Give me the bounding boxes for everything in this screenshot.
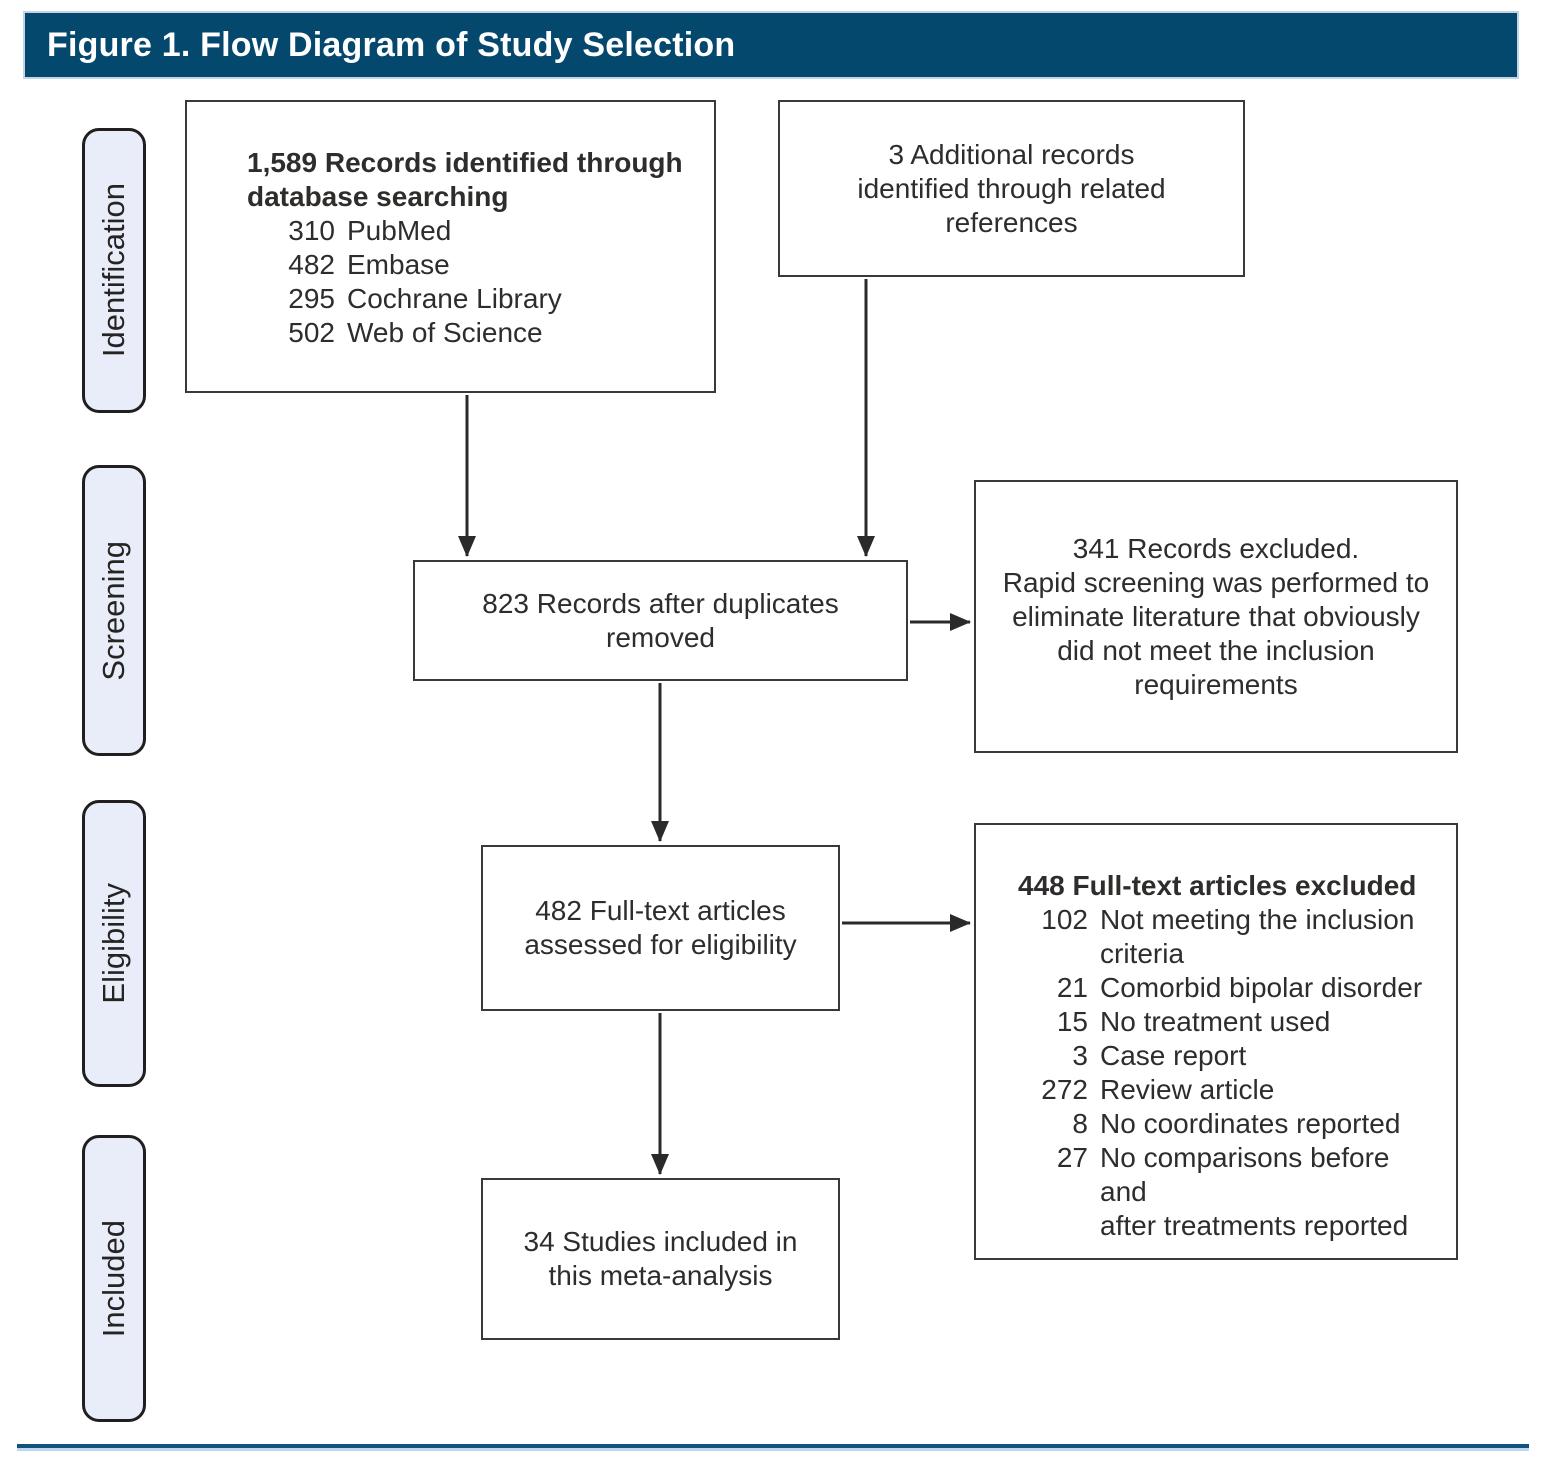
exclusion-label: Comorbid bipolar disorder xyxy=(1100,972,1423,1003)
exclusion-label: No treatment used xyxy=(1100,1006,1331,1037)
figure-title: Figure 1. Flow Diagram of Study Selectio… xyxy=(47,25,736,64)
stage-included-label: Included xyxy=(96,1219,131,1338)
exclusion-count: 3 xyxy=(1072,1040,1088,1071)
records-identified-heading: 1,589 Records identified through databas… xyxy=(247,147,683,212)
source-count: 482 xyxy=(288,249,335,280)
box-fulltext-excluded: 448 Full-text articles excluded 102 Not … xyxy=(974,823,1458,1260)
footer-rule-dark xyxy=(17,1444,1529,1448)
stage-identification-label: Identification xyxy=(96,183,131,358)
box-studies-included: 34 Studies included in this meta-analysi… xyxy=(481,1178,840,1340)
stage-screening: Screening xyxy=(82,465,146,756)
exclusion-label: Case report xyxy=(1100,1040,1247,1071)
source-label: Embase xyxy=(347,249,450,280)
studies-included-text: 34 Studies included in this meta-analysi… xyxy=(523,1226,798,1291)
additional-records-text: 3 Additional records identified through … xyxy=(857,138,1166,238)
exclusion-count: 102 xyxy=(1041,904,1088,935)
box-records-identified: 1,589 Records identified through databas… xyxy=(185,100,716,393)
stage-included: Included xyxy=(82,1135,146,1422)
source-count: 295 xyxy=(288,283,335,314)
exclusion-label: Not meeting the inclusion criteria xyxy=(1100,904,1415,969)
records-excluded-text: 341 Records excluded. Rapid screening wa… xyxy=(1002,532,1430,700)
box-records-excluded: 341 Records excluded. Rapid screening wa… xyxy=(974,480,1458,753)
exclusion-label: No coordinates reported xyxy=(1100,1108,1401,1139)
stage-eligibility: Eligibility xyxy=(82,800,146,1087)
fulltext-assessed-text: 482 Full-text articles assessed for elig… xyxy=(524,895,797,960)
duplicates-removed-text: 823 Records after duplicates removed xyxy=(482,587,839,653)
exclusion-count: 21 xyxy=(1056,972,1088,1003)
exclusion-label: Review article xyxy=(1100,1074,1275,1105)
stage-screening-label: Screening xyxy=(96,540,131,681)
figure-title-bar: Figure 1. Flow Diagram of Study Selectio… xyxy=(25,13,1517,77)
stage-eligibility-label: Eligibility xyxy=(96,883,131,1004)
source-label: PubMed xyxy=(347,215,452,246)
footer-rule-light xyxy=(17,1448,1529,1451)
exclusion-count: 15 xyxy=(1056,1006,1088,1037)
box-additional-records: 3 Additional records identified through … xyxy=(778,100,1245,277)
source-count: 502 xyxy=(288,317,335,348)
box-fulltext-assessed: 482 Full-text articles assessed for elig… xyxy=(481,845,840,1011)
exclusion-count: 272 xyxy=(1041,1074,1088,1105)
box-duplicates-removed: 823 Records after duplicates removed xyxy=(413,560,908,681)
exclusion-label: No comparisons before and after treatmen… xyxy=(1100,1142,1409,1241)
fulltext-excluded-list: 102 Not meeting the inclusion criteria 2… xyxy=(1018,903,1436,1243)
stage-identification: Identification xyxy=(82,128,146,413)
source-label: Web of Science xyxy=(347,317,543,348)
exclusion-count: 27 xyxy=(1056,1142,1088,1173)
fulltext-excluded-heading: 448 Full-text articles excluded xyxy=(1018,870,1417,901)
source-label: Cochrane Library xyxy=(347,283,562,314)
source-count: 310 xyxy=(288,215,335,246)
exclusion-count: 8 xyxy=(1072,1108,1088,1139)
records-identified-list: 310 PubMed 482 Embase 295 Cochrane Libra… xyxy=(265,214,684,350)
